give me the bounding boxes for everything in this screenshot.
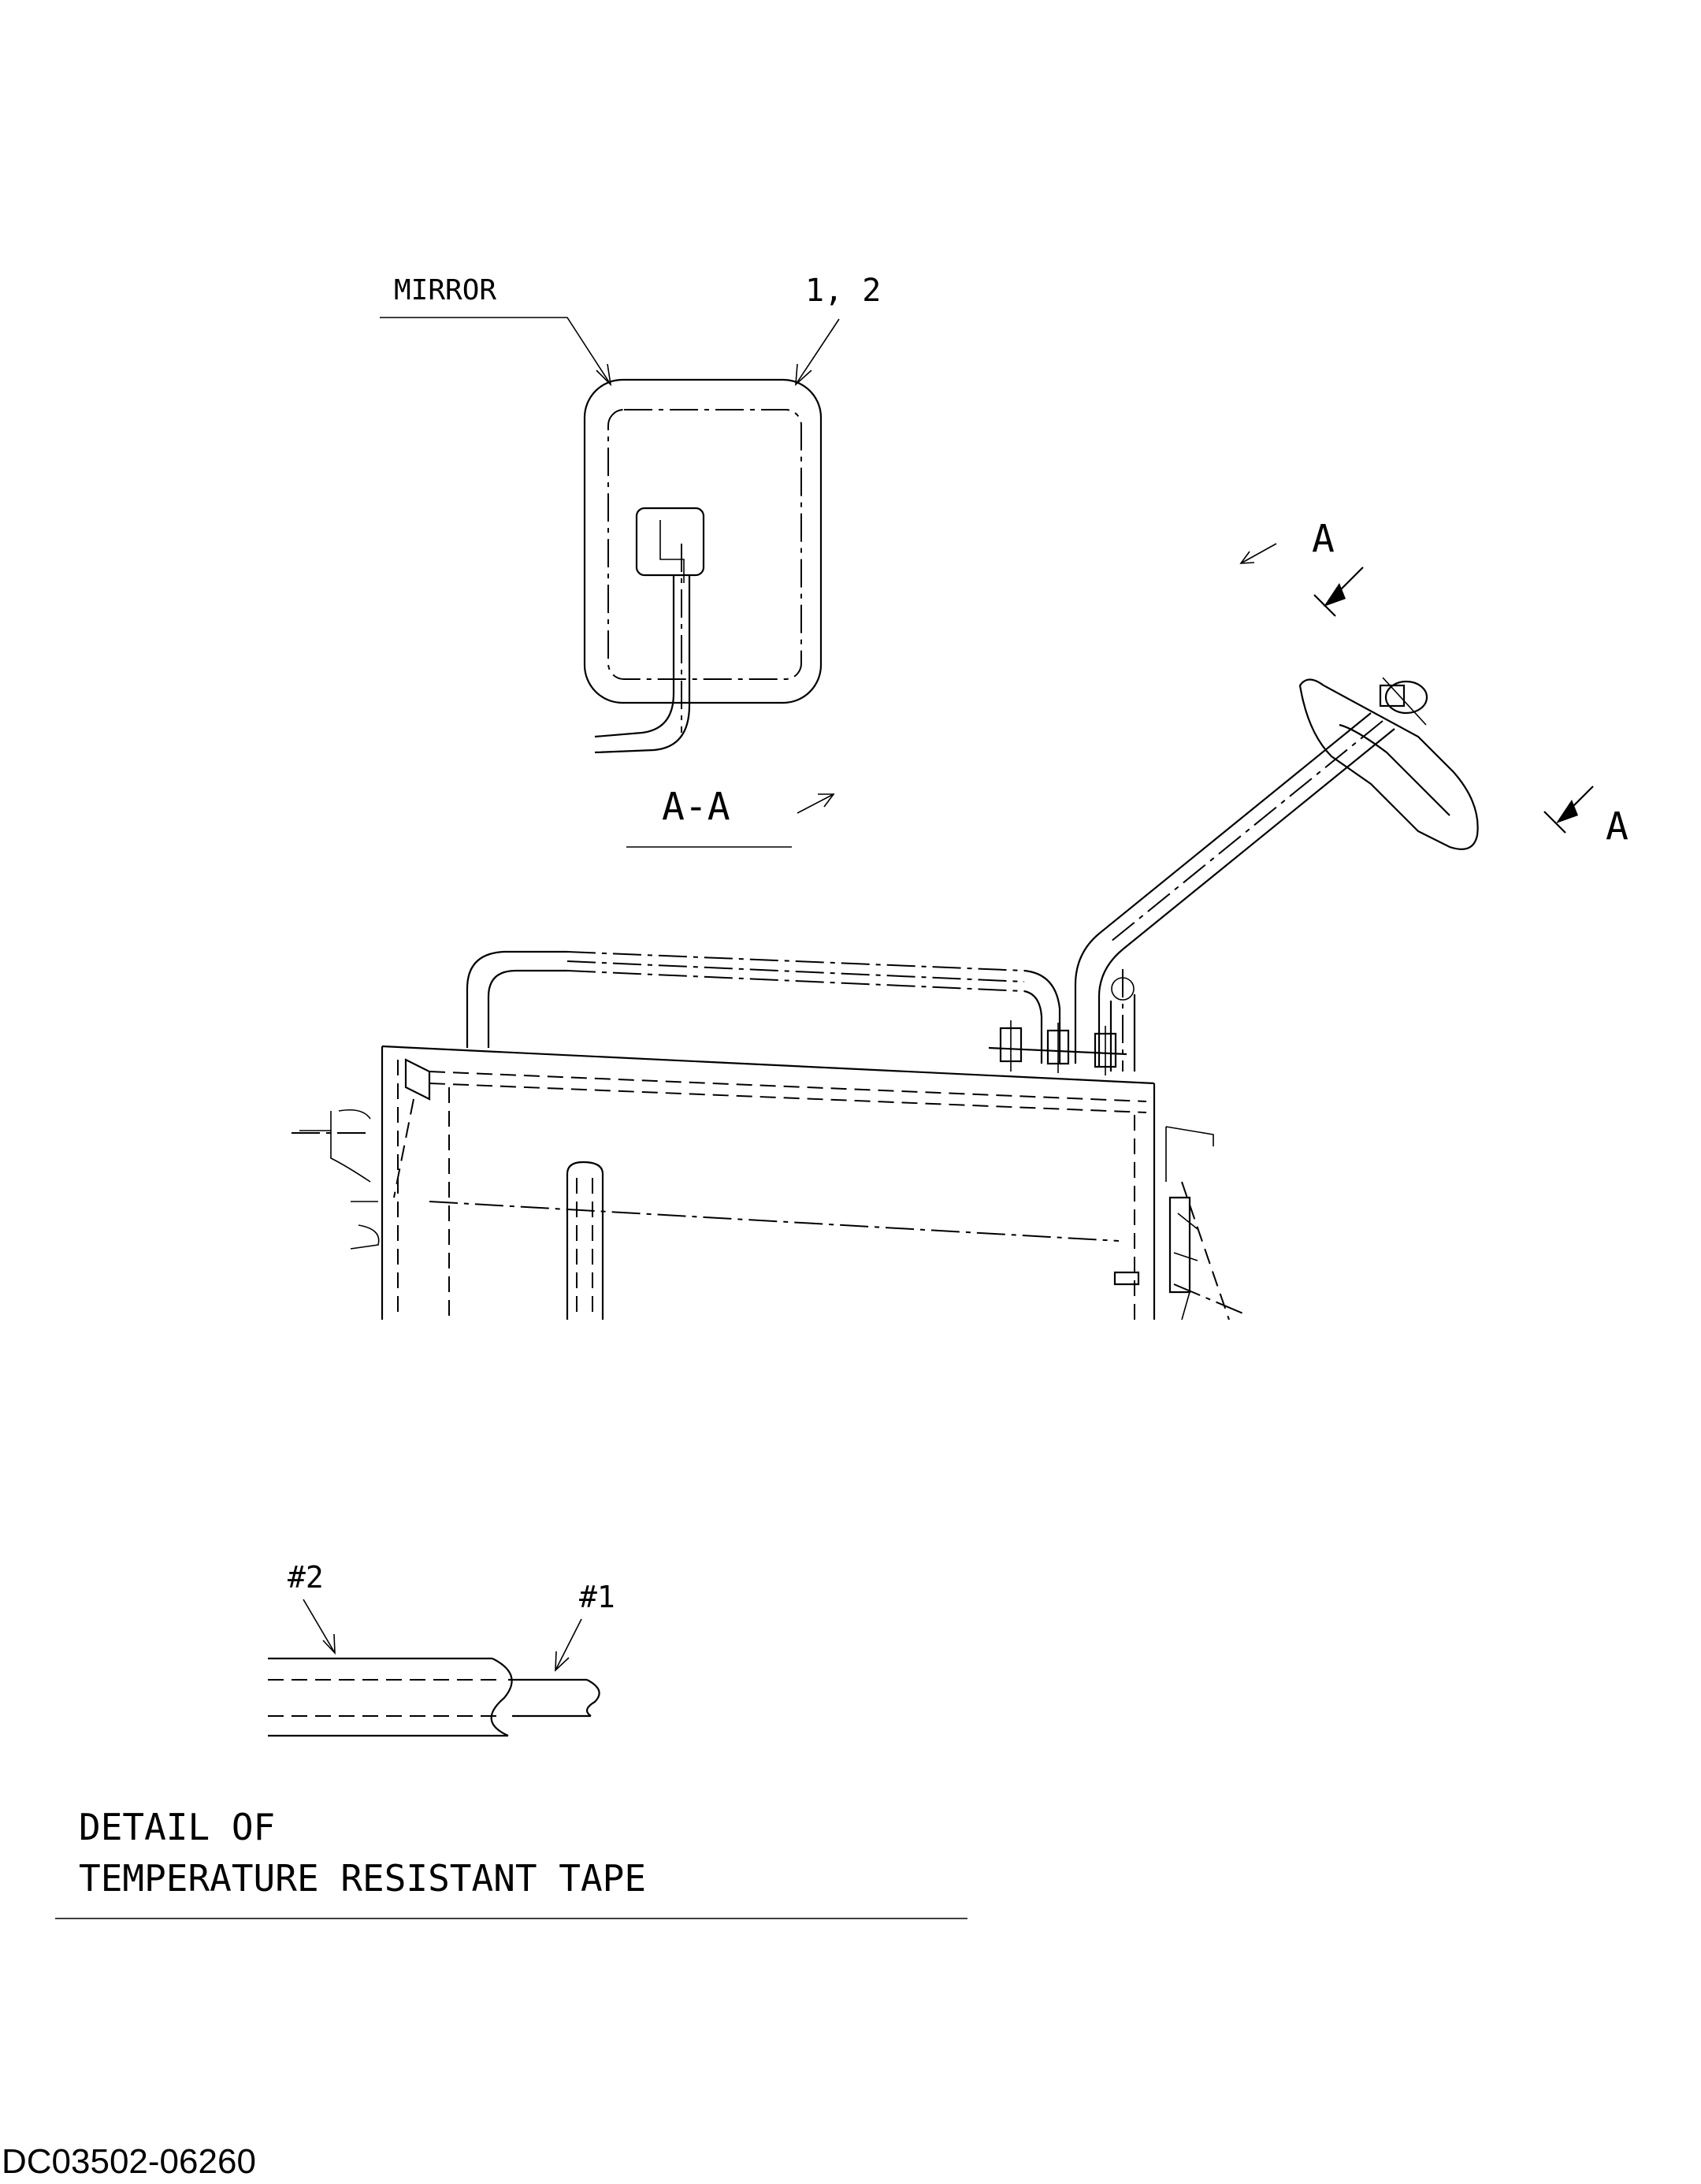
handrail-bottom-dash [566,970,1025,992]
roof-bolts [988,1020,1127,1075]
cab-body [292,1020,1246,1320]
mirror-bracket [635,507,705,577]
handrail-inner [487,969,567,1048]
cab-centerline [429,1201,1120,1242]
cab-left-gutter [404,1058,431,1101]
view-a-label-upper: A [1312,517,1335,561]
part-number-leader-arrow [795,363,812,386]
cab-pillar [566,1161,604,1320]
part-number-leader-line [795,318,840,385]
roof-bolt-plate [988,1046,1127,1056]
cab-right-latch [1168,1196,1191,1294]
handrail-right-bend-outer [1023,969,1061,1064]
tape-1-arrowhead [555,1651,570,1672]
cab-roof-dash-1 [429,1071,1147,1102]
handrail [466,950,1061,1064]
detail-title-line2: TEMPERATURE RESISTANT TAPE [79,1857,646,1900]
mirror-arm-centerline [1110,720,1383,942]
cab-right-bracket [1165,1126,1214,1182]
tape-2-break [490,1658,513,1737]
cab-right-lower-dash [1173,1283,1246,1315]
section-a-a-view: MIRROR 1, 2 A-A [380,273,881,848]
section-view-arrow [797,793,834,814]
view-a-markers: A A [1239,517,1629,849]
mirror-mount-ring [1384,680,1428,715]
mirror-frame-inner [607,409,802,680]
drawing-number: DC03502-06260 [2,2142,256,2181]
mirror-arm-inner [1122,728,1395,950]
handrail-right-bend-inner [1023,990,1043,1064]
section-title: A-A [662,785,730,829]
tape-1-leader [555,1618,582,1671]
cab-roof-line [381,1045,1155,1085]
cab-roof-dash-2 [429,1083,1147,1113]
part-number-label: 1, 2 [805,273,881,309]
cab-right-edge-dash [1181,1181,1230,1320]
view-a-cut-arrowhead-lower [1556,800,1578,823]
tape-detail: #2 #1 DETAIL OF TEMPERATURE RESISTANT TA… [55,1560,967,1919]
cab-right-latch-detail [1173,1213,1198,1320]
mirror-head-assembly [1074,677,1479,1072]
mirror-frame-outer [583,378,823,704]
mirror-stay-rod [594,575,675,738]
view-a-cut-tick-lower [1543,811,1566,834]
tape-2-arrowhead [322,1633,336,1655]
handrail-top-dash [566,951,1025,971]
mirror-stay-rod-inner [594,575,691,754]
mirror-head [1298,678,1479,850]
cab-left-door-edge [393,1098,414,1198]
cab-left-hinge [350,1201,380,1250]
cab-right-lower-bolt [1113,1271,1140,1286]
tape-2-label: #2 [288,1560,324,1595]
mirror-label: MIRROR [394,274,496,306]
handrail-outer [466,950,567,1048]
tape-1-label: #1 [579,1580,615,1614]
mirror-arm-outer [1098,712,1372,934]
view-a-cut-arrowhead-upper [1324,583,1346,607]
cab-left-fitting [299,1109,371,1183]
view-a-small-arrowhead-upper [1239,551,1255,564]
mirror-leader-line [380,317,611,385]
handrail-mid-dash [566,960,1025,982]
tape-2-leader [303,1599,336,1654]
bracket-detail [659,520,685,583]
view-a-small-arrow-upper [1240,543,1277,564]
mirror-arm-bend-outer [1074,933,1100,1064]
mirror-arm-bend-inner [1097,949,1123,1068]
view-a-cut-tick-upper [1313,594,1336,617]
mirror-leader-arrow [596,363,612,387]
mirror-head-centerline [1382,677,1427,726]
section-view-arrowhead [818,793,835,808]
tape-1-break [585,1679,600,1717]
mirror-head-back [1339,723,1450,816]
view-a-label-lower: A [1606,804,1629,849]
mirror-mount-nut [1379,684,1406,708]
detail-title-line1: DETAIL OF [79,1806,275,1848]
